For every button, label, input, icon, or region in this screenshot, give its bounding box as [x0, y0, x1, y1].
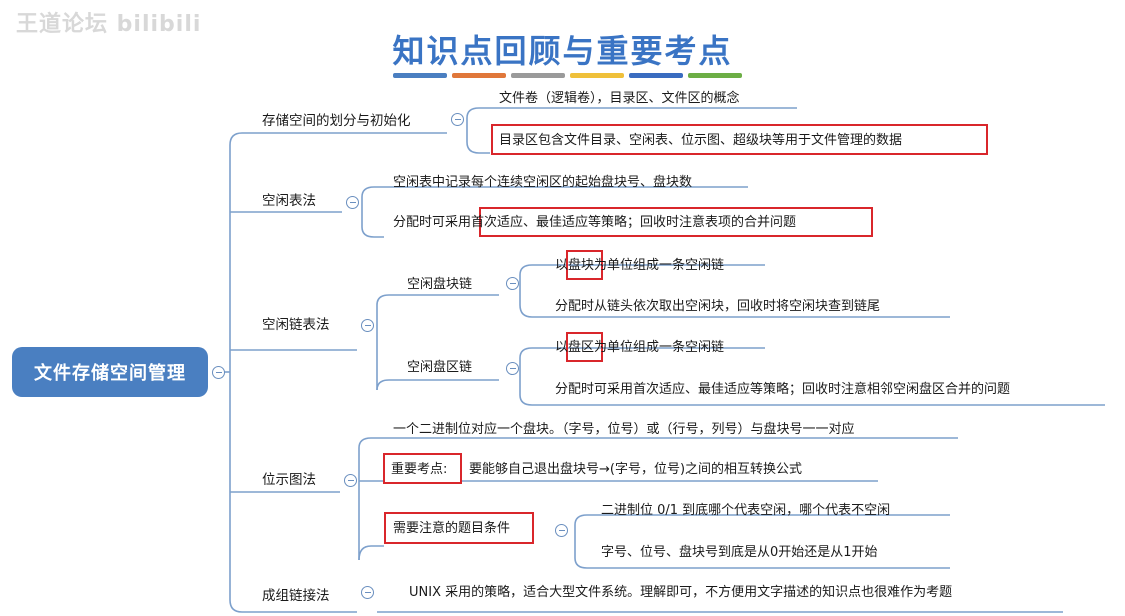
block-chain-label[interactable]: 空闲盘块链: [407, 277, 473, 292]
block-chain-item-1: 以盘块为单位组成一条空闲链: [555, 258, 725, 273]
title-bar-2: [452, 73, 506, 78]
key-point-text: 要能够自己退出盘块号→(字号，位号)之间的相互转换公式: [469, 462, 803, 477]
group-item: UNIX 采用的策略，适合大型文件系统。理解即可，不方便用文字描述的知识点也很难…: [409, 585, 953, 600]
free-table-item-2-highlight: [479, 207, 873, 237]
storage-item-2: 目录区包含文件目录、空闲表、位示图、超级块等用于文件管理的数据: [499, 133, 903, 148]
note-highlight: [384, 512, 534, 544]
free-table-item-1: 空闲表中记录每个连续空闲区的起始盘块号、盘块数: [393, 175, 693, 190]
branch-free-list-label[interactable]: 空闲链表法: [262, 317, 330, 333]
branch-bitmap-label[interactable]: 位示图法: [262, 472, 316, 488]
block-chain-item-2: 分配时从链头依次取出空闲块，回收时将空闲块查到链尾: [555, 299, 881, 314]
branch-free-table-label[interactable]: 空闲表法: [262, 193, 316, 209]
area-chain-item-1: 以盘区为单位组成一条空闲链: [555, 340, 725, 355]
block-word-highlight: [566, 250, 603, 280]
watermark: 王道论坛 bilibili: [16, 12, 202, 37]
root-node[interactable]: 文件存储空间管理: [12, 347, 208, 397]
collapse-area-chain-icon[interactable]: [506, 362, 519, 375]
storage-item-1: 文件卷（逻辑卷），目录区、文件区的概念: [499, 91, 740, 106]
key-point-highlight: [383, 453, 462, 484]
area-word-highlight: [566, 332, 603, 362]
area-chain-label[interactable]: 空闲盘区链: [407, 360, 473, 375]
page-title: 知识点回顾与重要考点: [392, 32, 733, 70]
storage-item-2-highlight: [491, 124, 988, 155]
collapse-note-icon[interactable]: [555, 524, 568, 537]
bitmap-item-1: 一个二进制位对应一个盘块。（字号，位号）或（行号，列号）与盘块号一一对应: [393, 422, 855, 437]
collapse-free-table-icon[interactable]: [346, 196, 359, 209]
title-bar-4: [570, 73, 624, 78]
collapse-group-icon[interactable]: [361, 586, 374, 599]
note-item-2: 字号、位号、盘块号到底是从0开始还是从1开始: [601, 545, 878, 560]
branch-group-label[interactable]: 成组链接法: [262, 588, 330, 604]
collapse-root-icon[interactable]: [212, 366, 225, 379]
collapse-storage-icon[interactable]: [451, 113, 464, 126]
collapse-block-chain-icon[interactable]: [506, 277, 519, 290]
title-bar-3: [511, 73, 565, 78]
branch-storage-label[interactable]: 存储空间的划分与初始化: [262, 113, 411, 129]
title-bar-6: [688, 73, 742, 78]
free-table-item-2: 分配时可采用首次适应、最佳适应等策略；回收时注意表项的合并问题: [393, 215, 797, 230]
key-point-label: 重要考点:: [391, 462, 448, 477]
title-bar-1: [393, 73, 447, 78]
title-bar-5: [629, 73, 683, 78]
note-item-1: 二进制位 0/1 到底哪个代表空闲，哪个代表不空闲: [601, 503, 891, 518]
collapse-free-list-icon[interactable]: [361, 319, 374, 332]
area-chain-item-2: 分配时可采用首次适应、最佳适应等策略；回收时注意相邻空闲盘区合并的问题: [555, 382, 1011, 397]
collapse-bitmap-icon[interactable]: [344, 474, 357, 487]
note-label[interactable]: 需要注意的题目条件: [393, 521, 511, 536]
